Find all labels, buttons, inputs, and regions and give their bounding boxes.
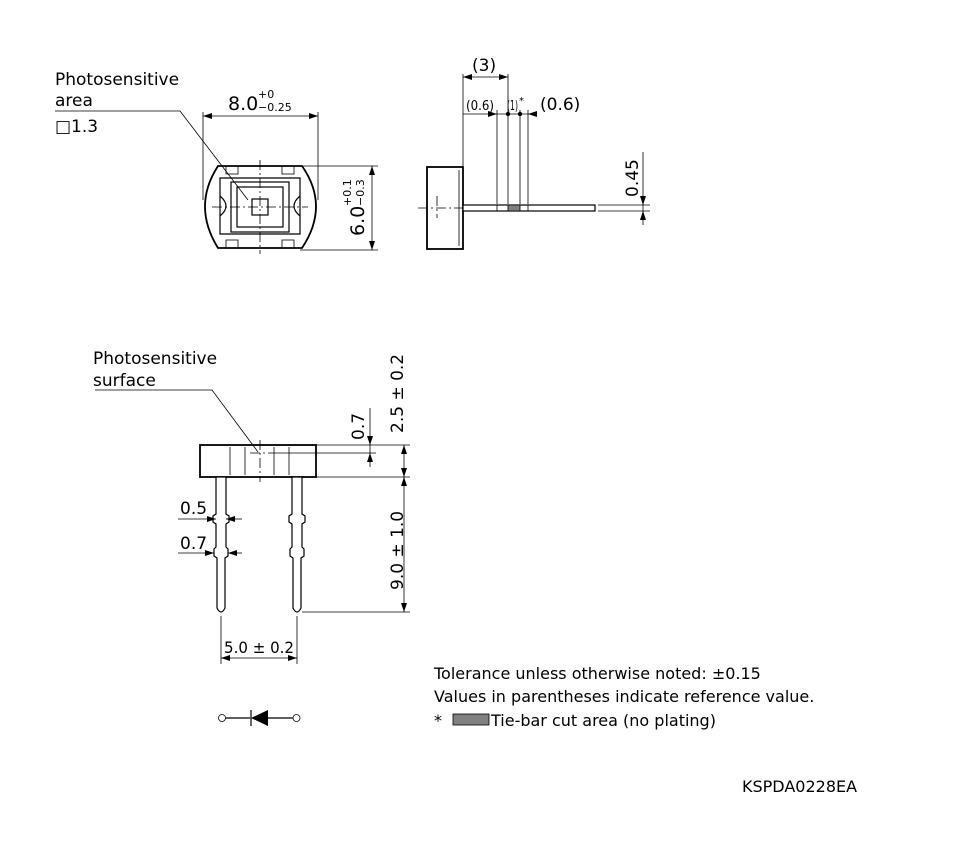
side-view-tie-bar	[507, 204, 521, 212]
height-arrow-top	[369, 166, 375, 175]
dim-07-top-arrow-1	[367, 436, 373, 445]
note-tie-bar: Tie-bar cut area (no plating)	[490, 711, 716, 730]
dim-3-label: (3)	[472, 56, 496, 76]
dim-90-label-group: 9.0 ± 1.0	[388, 511, 408, 590]
dim-dot-2	[517, 111, 523, 117]
dim-045-arrow-top	[640, 196, 646, 205]
dim-06-left-arrow	[488, 111, 497, 117]
width-arrow-left	[203, 113, 212, 119]
height-label-group: 6.0 +0.1 −0.3	[341, 179, 369, 236]
top-view: Photosensitive area □1.3 8.0 +0 −0.25 6.…	[55, 70, 378, 254]
photosensitive-area-label: Photosensitive	[55, 70, 179, 90]
top-view-tab-tr	[281, 165, 295, 175]
front-view-package	[199, 444, 317, 478]
top-view-tab-br	[281, 239, 295, 249]
photosensitive-surface-label: Photosensitive	[93, 349, 217, 369]
dim-05-arrow-left	[207, 516, 216, 522]
tie-bar-swatch	[452, 713, 490, 726]
front-view-lead-right	[288, 476, 306, 613]
dim-50-arrow-left	[221, 655, 230, 661]
dim-90-arrow-top	[401, 477, 407, 486]
dim-07-top-label: 0.7	[349, 413, 369, 440]
dim-07-lead-arrow-right	[228, 550, 237, 556]
front-view-lead-left	[212, 476, 230, 613]
dim-07-lead-arrow-left	[205, 550, 214, 556]
dim-07-top-label-group: 0.7	[349, 413, 369, 440]
height-value: 6.0	[347, 206, 369, 236]
dim-star: *	[519, 96, 524, 107]
dim-90-label: 9.0 ± 1.0	[388, 511, 408, 590]
note-tie-bar-star: *	[434, 711, 442, 730]
dim-50-label: 5.0 ± 0.2	[224, 638, 294, 657]
photosensitive-surface-leader	[95, 389, 259, 453]
dim-045-label: 0.45	[623, 159, 643, 197]
width-tol-lower: −0.25	[258, 101, 292, 114]
dim-25-arrow-top	[401, 445, 407, 454]
dim-50-arrow-right	[288, 655, 297, 661]
symbol-triangle	[251, 710, 268, 726]
dim-05-arrow-right	[226, 516, 235, 522]
symbol-terminal-right	[292, 714, 301, 722]
top-view-package-outline	[204, 165, 317, 249]
dim-3-arrow-left	[463, 74, 472, 80]
dim-25-label: 2.5 ± 0.2	[388, 354, 408, 433]
dim-05-label: 0.5	[180, 499, 207, 519]
width-value: 8.0	[228, 93, 258, 115]
photodiode-symbol	[218, 710, 301, 726]
top-view-notch-right	[293, 195, 301, 217]
dim-90-arrow-bottom	[401, 603, 407, 612]
top-view-tab-bl	[225, 239, 239, 249]
height-tol-upper: +0.1	[341, 179, 354, 206]
side-view: (3) (0.6) (1) * (0.6) 0.45	[418, 56, 650, 250]
dim-25-label-group: 2.5 ± 0.2	[388, 354, 408, 433]
front-view: Photosensitive surface 0.7 2.5 ± 0.2 9.0…	[93, 349, 410, 664]
dim-06-right-label: (0.6)	[540, 95, 580, 115]
note-reference: Values in parentheses indicate reference…	[434, 687, 814, 706]
height-tol-lower: −0.3	[354, 179, 367, 206]
dim-07-lead-label: 0.7	[180, 534, 207, 554]
width-arrow-right	[309, 113, 318, 119]
photosensitive-area-size: □1.3	[55, 117, 98, 137]
photosensitive-area-leader	[55, 110, 249, 201]
symbol-terminal-left	[218, 714, 226, 722]
top-view-notch-left	[219, 195, 227, 217]
width-tol-upper: +0	[258, 88, 274, 101]
dim-1-label: (1)	[507, 99, 518, 114]
height-arrow-bottom	[369, 241, 375, 250]
dim-045-label-group: 0.45	[623, 159, 643, 197]
photosensitive-area-label-2: area	[55, 91, 93, 111]
dim-25-arrow-bottom	[401, 468, 407, 477]
dim-045-arrow-bottom	[640, 211, 646, 220]
drawing-id: KSPDA0228EA	[742, 777, 857, 796]
dim-dot-1	[505, 111, 511, 117]
dim-06-left-label: (0.6)	[466, 99, 494, 114]
dim-06-right-arrow	[528, 111, 537, 117]
top-view-tab-tl	[225, 165, 239, 175]
side-view-lead	[462, 204, 596, 212]
notes: Tolerance unless otherwise noted: ±0.15 …	[433, 664, 814, 730]
note-tolerance: Tolerance unless otherwise noted: ±0.15	[433, 664, 761, 683]
dim-07-top-arrow-2	[367, 453, 373, 462]
photosensitive-surface-label-2: surface	[93, 371, 156, 391]
dim-3-arrow-right	[499, 74, 508, 80]
